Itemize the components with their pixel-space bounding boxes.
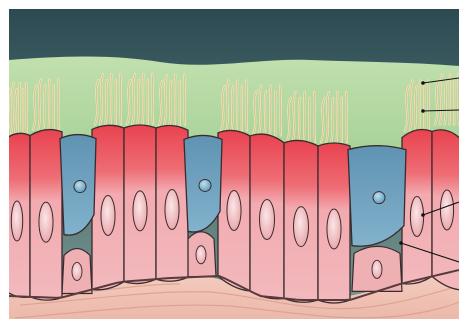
goblet-cell-nucleus [74, 181, 86, 193]
ciliated-cell-nucleus [101, 195, 115, 235]
ciliated-cell-nucleus [260, 200, 275, 240]
goblet-cell-nucleus [199, 179, 211, 191]
goblet-cell-nucleus [373, 192, 385, 204]
ciliated-cell-nucleus [294, 207, 309, 247]
ciliated-cell-nucleus [227, 190, 241, 230]
ciliated-cell-nucleus [165, 190, 179, 230]
epithelial-cells-group [4, 125, 459, 303]
basal-cell-nucleus [72, 262, 82, 280]
ciliated-cell-nucleus [440, 190, 453, 230]
ciliated-cell-nucleus [327, 209, 341, 249]
basal-cell-nucleus [196, 246, 206, 264]
basal-cell-nucleus [372, 260, 382, 278]
ciliated-cell-nucleus [410, 197, 423, 237]
callout-dot-mucus [421, 81, 425, 85]
ciliated-cell-nucleus [39, 202, 53, 242]
ciliated-cell-nucleus [11, 201, 22, 241]
ciliated-cell-nucleus [133, 191, 147, 231]
callout-dot-cilia [421, 109, 425, 113]
callout-dot-ciliated-cell [421, 213, 425, 217]
callout-dot-goblet-cell [399, 241, 403, 245]
